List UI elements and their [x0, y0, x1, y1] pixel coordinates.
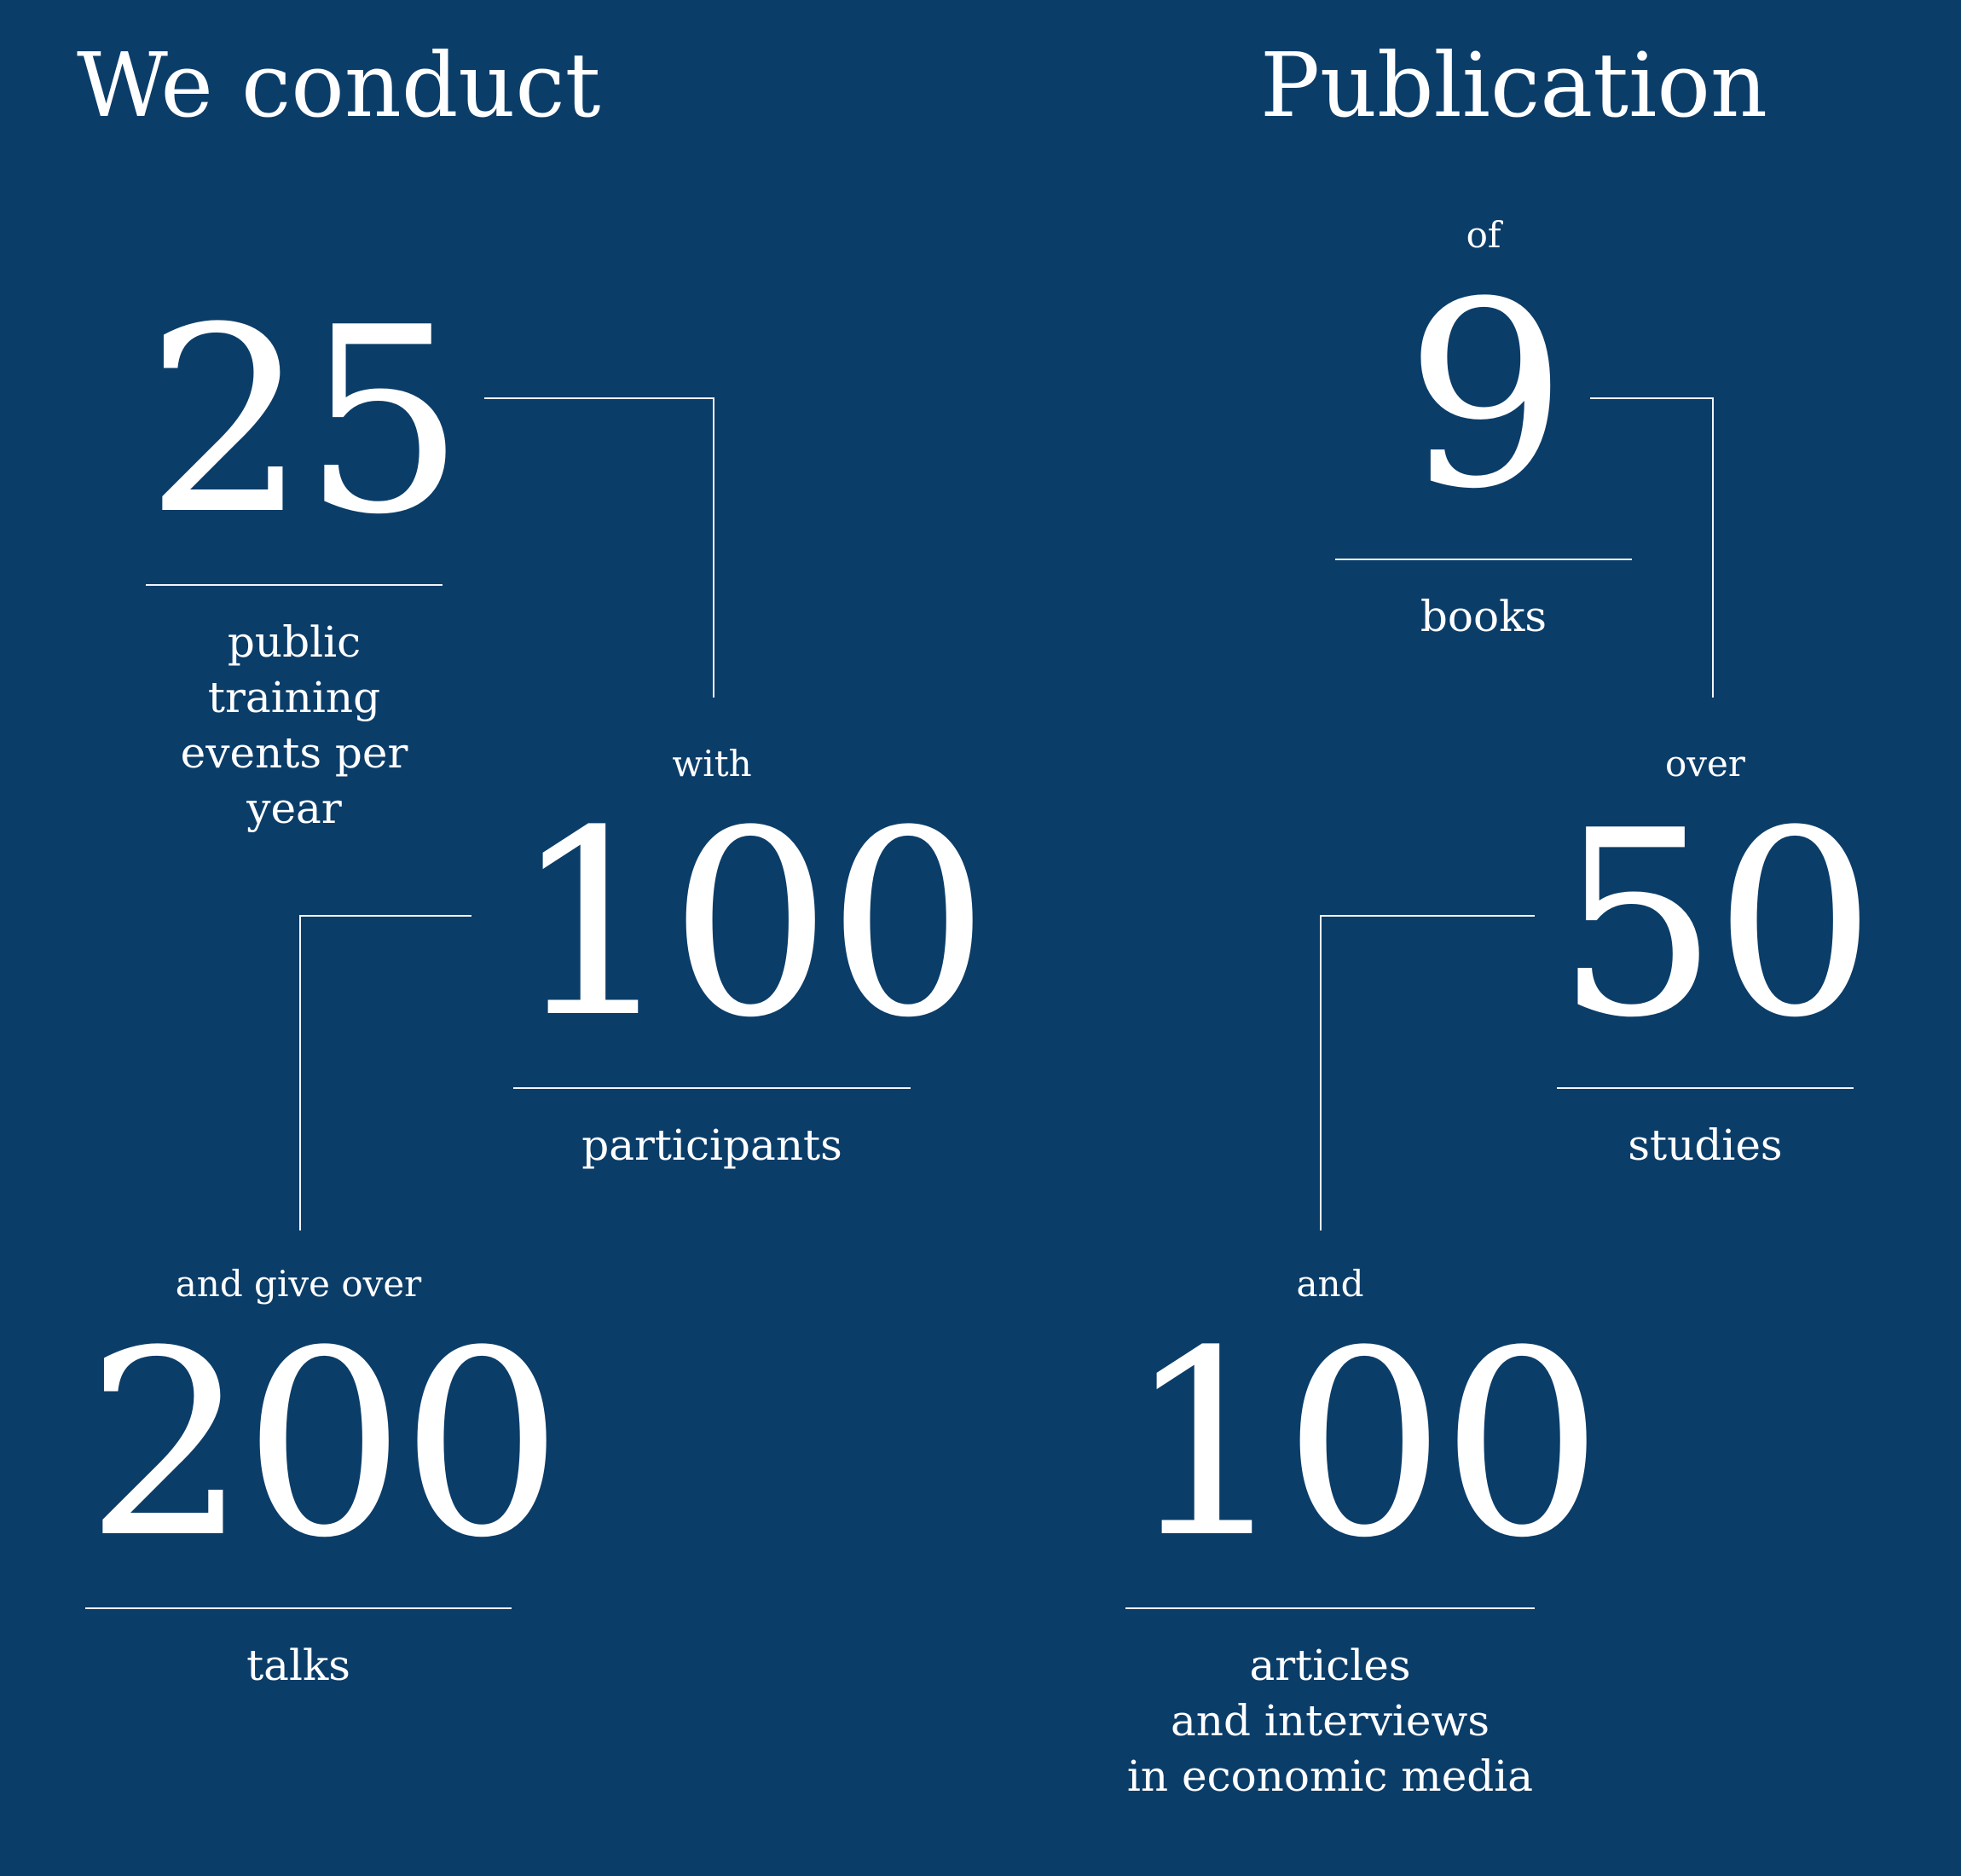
participants-to-talks-connector [299, 915, 471, 1230]
books-value: 9 [1404, 247, 1568, 545]
books-label: books [1420, 592, 1547, 641]
studies-label: studies [1628, 1120, 1783, 1170]
training-events-stat: 25 public training events per year [145, 243, 466, 837]
talks-divider [85, 1607, 512, 1609]
participants-label: participants [581, 1120, 842, 1170]
articles-stat: and 100 articles and interviews in econo… [1125, 1263, 1604, 1804]
books-divider [1335, 559, 1632, 560]
articles-value: 100 [1125, 1296, 1604, 1594]
participants-prefix: with [672, 743, 752, 785]
participants-divider [513, 1087, 911, 1089]
studies-divider [1557, 1087, 1854, 1089]
books-prefix: of [1466, 214, 1501, 256]
articles-prefix: and [1296, 1263, 1364, 1305]
right-section-title: Publication [1260, 33, 1767, 137]
studies-prefix: over [1665, 743, 1745, 785]
articles-divider [1125, 1607, 1535, 1609]
studies-to-articles-connector [1320, 915, 1535, 1230]
talks-label: talks [246, 1641, 350, 1690]
books-to-studies-connector [1590, 397, 1714, 698]
training-events-divider [146, 584, 443, 586]
talks-prefix: and give over [175, 1263, 422, 1305]
training-events-value: 25 [145, 273, 466, 570]
training-to-participants-connector [484, 397, 714, 698]
studies-stat: over 50 studies [1556, 743, 1877, 1173]
participants-stat: with 100 participants [512, 743, 990, 1173]
training-events-label: public training events per year [180, 617, 408, 833]
talks-stat: and give over 200 talks [85, 1263, 564, 1694]
studies-value: 50 [1556, 776, 1877, 1074]
participants-value: 100 [512, 776, 990, 1074]
talks-value: 200 [85, 1296, 564, 1594]
articles-label: articles and interviews in economic medi… [1126, 1641, 1534, 1801]
books-stat: of 9 books [1334, 217, 1633, 645]
left-section-title: We conduct [77, 33, 601, 137]
